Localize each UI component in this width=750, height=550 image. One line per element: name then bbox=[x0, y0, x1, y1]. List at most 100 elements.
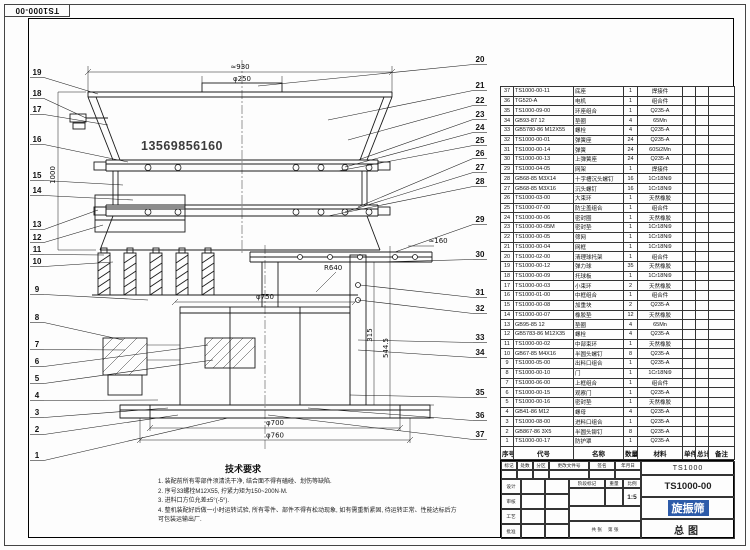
parts-cell: 上弹簧座 bbox=[573, 154, 624, 165]
parts-cell: 1 bbox=[623, 241, 638, 253]
parts-cell bbox=[682, 124, 696, 136]
parts-cell: GB93-87 12 bbox=[513, 115, 574, 126]
sheet-count: 共 张 第 张 bbox=[569, 521, 641, 539]
col-code: 代号 bbox=[513, 446, 574, 460]
balloon-15: 15 bbox=[33, 171, 42, 180]
parts-cell: 4 bbox=[500, 406, 514, 418]
parts-cell: 天然橡胶 bbox=[637, 280, 683, 292]
parts-cell: 7 bbox=[500, 377, 514, 389]
parts-cell: 24 bbox=[623, 134, 638, 146]
parts-cell: 沉头螺钉 bbox=[573, 183, 624, 194]
parts-cell bbox=[695, 212, 709, 224]
parts-cell bbox=[682, 290, 696, 301]
parts-cell: TS1000-00-17 bbox=[513, 435, 574, 448]
spring-set bbox=[97, 247, 215, 296]
parts-cell bbox=[682, 397, 696, 408]
parts-cell: GB68-85 M3X14 bbox=[513, 173, 574, 185]
label-doc-no: 更改文件号 bbox=[549, 461, 589, 470]
watermark-phone-number: 13569856160 bbox=[141, 139, 223, 153]
parts-cell: Q235-A bbox=[637, 358, 683, 369]
parts-cell bbox=[708, 222, 735, 233]
parts-cell: 螺栓 bbox=[573, 328, 624, 340]
parts-cell: 清理球托架 bbox=[573, 251, 624, 262]
parts-cell bbox=[682, 251, 696, 262]
parts-cell: TS1000-08-00 bbox=[513, 416, 574, 428]
balloon-1: 1 bbox=[35, 451, 40, 460]
parts-cell bbox=[708, 231, 735, 243]
parts-cell: 1 bbox=[623, 367, 638, 379]
parts-cell bbox=[682, 387, 696, 398]
parts-cell bbox=[708, 348, 735, 360]
dim-deck-length: ≈160 bbox=[428, 237, 447, 245]
parts-cell: TS1000-01-00 bbox=[513, 290, 574, 301]
parts-cell: TS1000-00-03 bbox=[513, 280, 574, 292]
parts-cell bbox=[708, 86, 735, 97]
dim-bottom-d1: φ700 bbox=[266, 419, 284, 427]
parts-cell: 30 bbox=[500, 154, 514, 165]
parts-cell: GB41-86 M12 bbox=[513, 406, 574, 418]
parts-cell bbox=[695, 406, 709, 418]
parts-cell bbox=[682, 134, 696, 146]
parts-cell bbox=[708, 260, 735, 272]
parts-cell: 18 bbox=[500, 270, 514, 282]
parts-cell: Q235-A bbox=[637, 299, 683, 311]
dim-height-1: 315 bbox=[366, 328, 374, 341]
parts-cell bbox=[708, 241, 735, 253]
parts-cell: 20 bbox=[500, 251, 514, 262]
parts-cell: 65Mn bbox=[637, 115, 683, 126]
parts-cell: TS1000-00-11 bbox=[513, 86, 574, 97]
sig-cell bbox=[545, 524, 569, 539]
parts-cell: Q235-A bbox=[637, 387, 683, 398]
change-cell bbox=[589, 470, 615, 479]
parts-cell bbox=[682, 260, 696, 272]
model-number: TS1000 bbox=[641, 461, 735, 475]
label-scale: 比例 bbox=[623, 479, 641, 488]
parts-cell: 螺栓 bbox=[573, 124, 624, 136]
parts-cell: 密封圈 bbox=[573, 212, 624, 224]
dim-height-2: 544.5 bbox=[382, 338, 390, 358]
dim-radius: R640 bbox=[324, 264, 342, 272]
parts-cell: 29 bbox=[500, 163, 514, 175]
parts-cell bbox=[695, 115, 709, 126]
parts-cell bbox=[708, 328, 735, 340]
parts-cell bbox=[695, 280, 709, 292]
sheets-total: 共 张 bbox=[591, 527, 602, 532]
parts-cell: TS1000-02-00 bbox=[513, 251, 574, 262]
parts-cell bbox=[682, 212, 696, 224]
parts-cell: 2 bbox=[623, 280, 638, 292]
balloon-4: 4 bbox=[35, 391, 40, 400]
parts-cell bbox=[695, 173, 709, 185]
parts-cell bbox=[708, 115, 735, 126]
parts-cell: 1 bbox=[623, 416, 638, 428]
parts-cell: 1 bbox=[623, 377, 638, 389]
balloon-7: 7 bbox=[35, 340, 40, 349]
parts-cell: Q235-A bbox=[637, 426, 683, 437]
balloon-layer: 1918171615141312111098765432120212223242… bbox=[30, 55, 487, 461]
parts-cell: 9 bbox=[500, 358, 514, 369]
balloon-16: 16 bbox=[33, 135, 42, 144]
parts-cell: 22 bbox=[500, 231, 514, 243]
parts-cell bbox=[708, 435, 735, 448]
parts-cell: TS1000-00-07 bbox=[513, 309, 574, 321]
label-date: 年月日 bbox=[615, 461, 641, 470]
label-stage: 阶段标记 bbox=[569, 479, 605, 488]
parts-cell: 26 bbox=[500, 192, 514, 204]
parts-cell: 天然橡胶 bbox=[637, 212, 683, 224]
balloon-6: 6 bbox=[35, 357, 40, 366]
dim-top-width: ≈930 bbox=[230, 63, 249, 71]
parts-cell: 密封垫 bbox=[573, 397, 624, 408]
parts-cell: 1Cr18Ni9 bbox=[637, 270, 683, 282]
parts-cell: 1 bbox=[623, 105, 638, 117]
parts-cell: TS1000-00-13 bbox=[513, 154, 574, 165]
parts-cell bbox=[682, 348, 696, 360]
label-process: 工艺 bbox=[501, 509, 521, 524]
sig-cell bbox=[521, 509, 545, 524]
parts-cell bbox=[695, 299, 709, 311]
parts-cell: 1 bbox=[623, 86, 638, 97]
parts-cell bbox=[695, 367, 709, 379]
